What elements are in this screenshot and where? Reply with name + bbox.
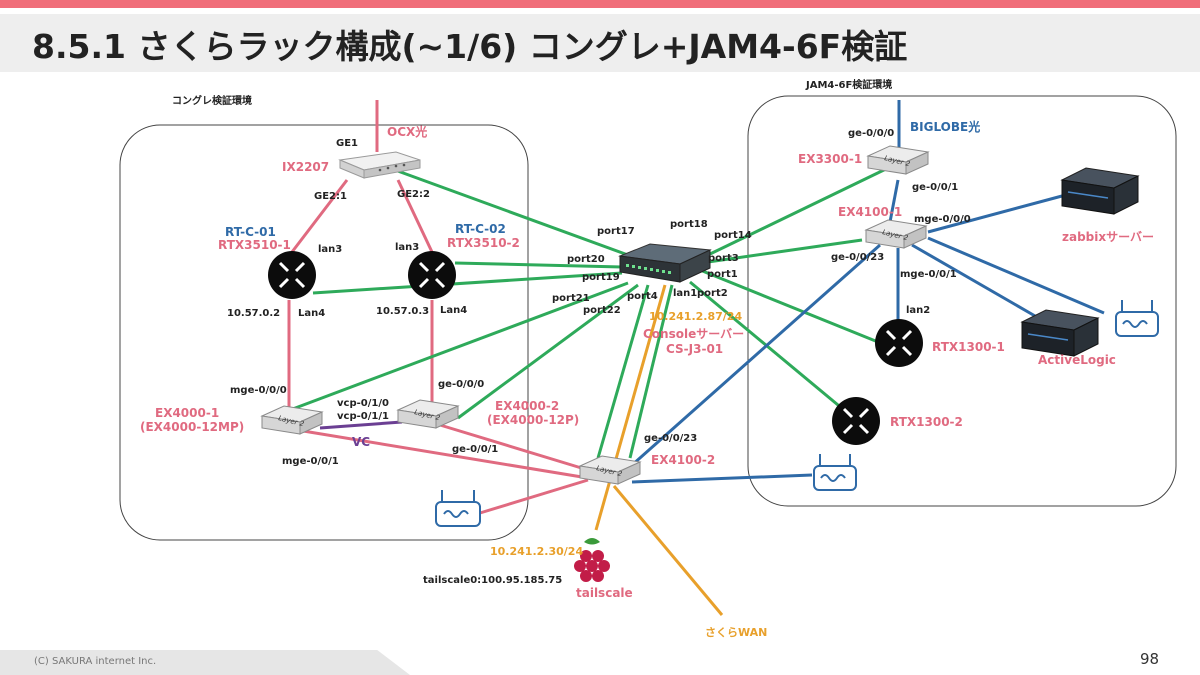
left-area-box: [119, 124, 529, 541]
rpi-ip: 10.241.2.30/24: [490, 545, 583, 558]
console-model: CS-J3-01: [666, 342, 723, 356]
wifi-ap-icon-center: [813, 454, 857, 491]
ex4000-2-ge001: ge-0/0/1: [452, 444, 498, 455]
switch-ex4000-1: Layer 2: [260, 405, 324, 435]
rtc02-lan4: Lan4: [440, 305, 467, 316]
footer-band: [0, 650, 410, 675]
console-port14: port14: [714, 230, 752, 241]
ex4100-1-mge000: mge-0/0/0: [914, 214, 971, 225]
rtx1300-2-name: RTX1300-2: [890, 415, 963, 429]
page-number: 98: [1140, 650, 1160, 668]
biglobe-label: BIGLOBE光: [910, 119, 980, 134]
console-port4: port4: [627, 291, 658, 302]
rtc01-lan3: lan3: [318, 244, 342, 255]
top-accent-bar: [0, 0, 1200, 8]
console-port19: port19: [582, 272, 620, 283]
console-port3: port3: [708, 253, 739, 264]
switch-ex3300-1: Layer 2: [866, 145, 930, 175]
wifi-ap-icon-right: [1115, 300, 1159, 337]
rpi-name: tailscale: [576, 586, 633, 600]
rtx1300-1-lan2: lan2: [906, 305, 930, 316]
console-port22: port22: [583, 305, 621, 316]
ex3300-ge001: ge-0/0/1: [912, 182, 958, 193]
console-port21: port21: [552, 293, 590, 304]
ex4100-2-ge023: ge-0/0/23: [644, 433, 697, 444]
left-area-label: コングレ検証環境: [172, 94, 252, 107]
vc-label: VC: [352, 435, 370, 449]
ex3300-name: EX3300-1: [798, 152, 862, 166]
ex4100-2-name: EX4100-2: [651, 453, 715, 467]
rpi-tailscale-ip: tailscale0:100.95.185.75: [423, 575, 562, 586]
ex4000-2-ge000: ge-0/0/0: [438, 379, 484, 390]
rtc01-lan4: Lan4: [298, 308, 325, 319]
ix-port-ge1: GE1: [336, 138, 358, 149]
title-band: [0, 14, 1200, 72]
rtc02-lan3: lan3: [395, 242, 419, 253]
ocx-label: OCX光: [387, 124, 427, 139]
console-port17: port17: [597, 226, 635, 237]
switch-ex4000-2: Layer 2: [396, 399, 460, 429]
right-area-box: [747, 95, 1177, 507]
ix-port-ge21: GE2:1: [314, 191, 347, 202]
ex4000-2-model: (EX4000-12P): [487, 413, 579, 427]
console-name: Consoleサーバー: [643, 327, 744, 341]
ix2207-router: [338, 151, 421, 179]
router-icon-rtx1300-2: [832, 397, 880, 445]
console-port18: port18: [670, 219, 708, 230]
console-server-icon: [618, 243, 712, 283]
vc-port-vcp0: vcp-0/1/0: [337, 398, 389, 409]
ex4000-1-name: EX4000-1: [155, 406, 219, 420]
rtc01-model: RTX3510-1: [218, 238, 291, 252]
slide-title: 8.5.1 さくらラック構成(~1/6) コングレ+JAM4-6F検証: [32, 27, 908, 66]
ex4100-1-name: EX4100-1: [838, 205, 902, 219]
console-ip: 10.241.2.87/24: [649, 310, 742, 323]
router-icon-rtx1300-1: [875, 319, 923, 367]
router-icon-rtc01: [268, 251, 316, 299]
ex4100-1-mge001: mge-0/0/1: [900, 269, 957, 280]
rtc01-ip: 10.57.0.2: [227, 308, 280, 319]
ex4100-1-ge023: ge-0/0/23: [831, 252, 884, 263]
ix2207-label: IX2207: [282, 160, 329, 174]
wifi-ap-icon-left: [435, 490, 481, 527]
ex4000-1-model: (EX4000-12MP): [140, 420, 244, 434]
switch-ex4100-1: Layer 2: [864, 219, 928, 249]
wan-label: さくらWAN: [705, 626, 767, 639]
console-port1: port1: [707, 269, 738, 280]
rtc02-ip: 10.57.0.3: [376, 306, 429, 317]
ex3300-ge000: ge-0/0/0: [848, 128, 894, 139]
raspberry-pi-icon: [574, 538, 610, 582]
activelogic-label: ActiveLogic: [1038, 353, 1116, 367]
switch-ex4100-2: Layer 2: [578, 455, 642, 485]
ex4000-1-mge001: mge-0/0/1: [282, 456, 339, 467]
right-area-label: JAM4-6F検証環境: [805, 78, 892, 91]
ix-port-ge22: GE2:2: [397, 189, 430, 200]
zabbix-server-icon: [1060, 167, 1140, 215]
zabbix-label: zabbixサーバー: [1062, 230, 1154, 244]
vc-port-vcp1: vcp-0/1/1: [337, 411, 389, 422]
copyright-text: (C) SAKURA internet Inc.: [34, 656, 157, 667]
ex4000-2-name: EX4000-2: [495, 399, 559, 413]
rtc02-name: RT-C-02: [455, 222, 506, 236]
rtx1300-1-name: RTX1300-1: [932, 340, 1005, 354]
console-port2: port2: [697, 288, 728, 299]
ex4000-1-mge000: mge-0/0/0: [230, 385, 287, 396]
console-lan1: lan1: [673, 288, 697, 299]
router-icon-rtc02: [408, 251, 456, 299]
activelogic-server-icon: [1020, 309, 1100, 357]
rtc02-model: RTX3510-2: [447, 236, 520, 250]
rtc01-name: RT-C-01: [225, 225, 276, 239]
console-port20: port20: [567, 254, 605, 265]
